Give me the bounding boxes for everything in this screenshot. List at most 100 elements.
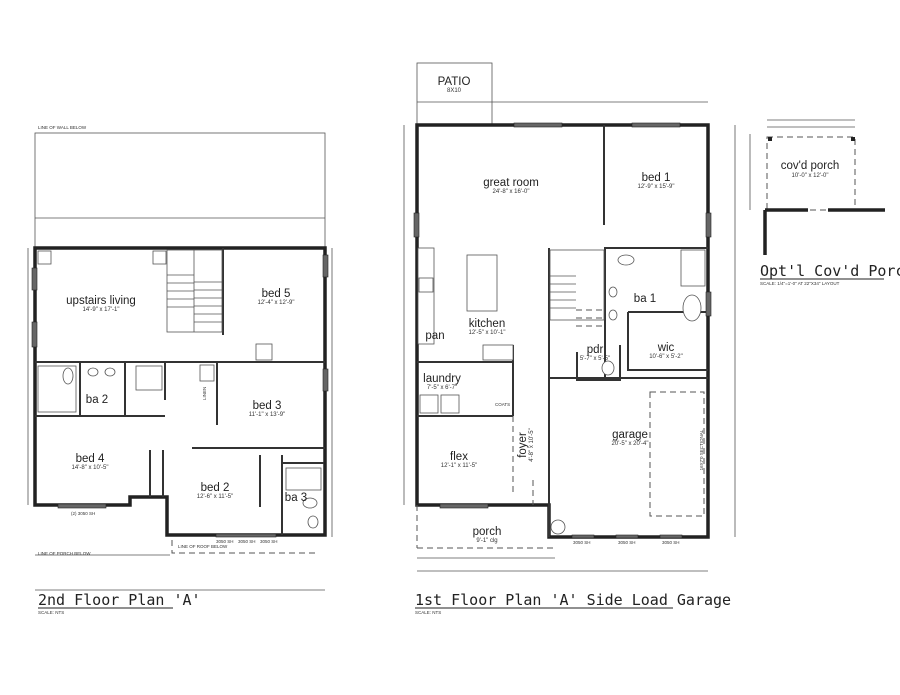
window-label: 3050 SH [618, 540, 636, 545]
room-ba2: ba 2 [86, 394, 108, 406]
chase-icon [255, 343, 273, 361]
room-laundry: laundry [423, 373, 461, 385]
window [631, 122, 681, 128]
first-floor-title: 1st Floor Plan 'A' Side Load Garage [415, 591, 731, 609]
room-upstairs-living: upstairs living [66, 295, 136, 307]
window [659, 534, 683, 539]
room-dims: 14'-9" x 17'-1" [83, 307, 120, 313]
coats-label: COATS [495, 402, 510, 407]
bathtub-icon [285, 467, 322, 491]
sink-icon [608, 309, 618, 321]
window [31, 267, 38, 291]
second-floor-title: 2nd Floor Plan 'A' [38, 591, 201, 609]
dryer-icon [440, 394, 460, 414]
patio-label: PATIO [438, 76, 471, 88]
patio [416, 62, 493, 126]
window [322, 368, 329, 392]
room-wic: wic [657, 342, 675, 354]
toilet-icon [302, 497, 318, 509]
window [215, 533, 277, 538]
line-of-wall-below [34, 132, 326, 249]
shower-icon [135, 365, 163, 391]
room-pdr: pdr [587, 344, 604, 356]
window [322, 254, 329, 278]
room-bed2: bed 2 [201, 482, 230, 494]
room-bed1: bed 1 [642, 172, 671, 184]
window [513, 122, 563, 128]
closet-wall [259, 455, 283, 535]
window-label: 3050 SH [260, 539, 278, 544]
staircase [549, 249, 605, 327]
sink-icon [104, 367, 116, 377]
window [615, 534, 639, 539]
window [705, 212, 712, 238]
patio-dims: 8X10 [447, 88, 462, 94]
interior-wall [603, 125, 708, 249]
room-ba3: ba 3 [285, 492, 307, 504]
window-label: 3050 SH [573, 540, 591, 545]
covered-porch-outline [766, 136, 856, 211]
room-ba1: ba 1 [634, 293, 656, 305]
toilet-icon [617, 254, 635, 266]
window-label: 3050 SH [238, 539, 256, 544]
chase-icon [152, 250, 167, 265]
post [768, 137, 772, 141]
closet-wall [149, 450, 164, 497]
room-dims: 12'-1" x 11'-5" [441, 463, 477, 469]
room-dims: 12'-5" x 10'-1" [469, 330, 506, 336]
room-bed5: bed 5 [262, 288, 291, 300]
garage-door-label: 16X7'0 SECTIONAL [699, 429, 704, 470]
room-dims: 24'-8" x 16'-0" [493, 189, 530, 195]
room-dims: 12'-9" x 15'-9" [638, 184, 675, 190]
room-dims: 12'-4" x 12'-9" [258, 300, 295, 306]
window [571, 534, 595, 539]
staircase [166, 249, 223, 333]
wall-below-note: LINE OF WALL BELOW [38, 125, 87, 130]
room-bed4: bed 4 [76, 453, 105, 465]
window [57, 503, 107, 509]
shower-icon [680, 249, 706, 287]
room-flex: flex [450, 451, 468, 463]
porch-below-note: LINE OF PORCH BELOW [38, 551, 91, 556]
room-dims: 14'-8" x 10'-5" [72, 465, 109, 471]
room-dims: 10'-0" x 12'-0" [792, 173, 829, 179]
pdr-wall [576, 345, 621, 381]
roof-below-note: LINE OF ROOF BELOW [178, 544, 228, 549]
post [851, 137, 855, 141]
line-of-roof-below [171, 540, 315, 554]
toilet-icon [601, 360, 615, 376]
window [31, 321, 38, 348]
window-label: 3050 SH [216, 539, 234, 544]
window [413, 212, 420, 238]
scale-note: SCALE: NTS [38, 610, 64, 615]
kitchen-counter [417, 247, 435, 345]
window-label: (2) 3050 SH [71, 511, 95, 516]
second-floor-plan: LINE OF WALL BELOW [27, 125, 333, 615]
linen-label: LINEN [202, 387, 207, 400]
room-dims: 20'-5" x 20'-4" [612, 441, 649, 447]
room-pan: pan [425, 330, 444, 342]
room-dims: 9'-1" clg [476, 538, 497, 544]
chase-icon [37, 250, 52, 265]
first-floor-plan: PATIO 8X10 COATS [403, 62, 736, 615]
chase-icon [199, 364, 215, 382]
room-dims: 11'-1" x 13'-9" [249, 412, 285, 418]
parking-outline [649, 391, 705, 517]
cooktop-icon [418, 277, 434, 293]
optional-porch-title: Opt'l Cov'd Porch [760, 262, 900, 280]
window-label: 3050 SH [662, 540, 680, 545]
toilet-icon [62, 367, 74, 385]
room-covd-porch: cov'd porch [781, 160, 839, 172]
room-garage: garage [612, 429, 648, 441]
room-great-room: great room [483, 177, 539, 189]
scale-note: SCALE: NTS [415, 610, 441, 615]
window [705, 291, 712, 317]
kitchen-counter [482, 344, 514, 361]
interior-wall [79, 362, 126, 416]
room-dims: 7'-5" x 6'-7" [427, 385, 457, 391]
room-porch: porch [473, 526, 502, 538]
room-bed3: bed 3 [253, 400, 282, 412]
house-wall [763, 208, 885, 255]
room-kitchen: kitchen [469, 318, 505, 330]
foyer-opening [512, 416, 534, 505]
